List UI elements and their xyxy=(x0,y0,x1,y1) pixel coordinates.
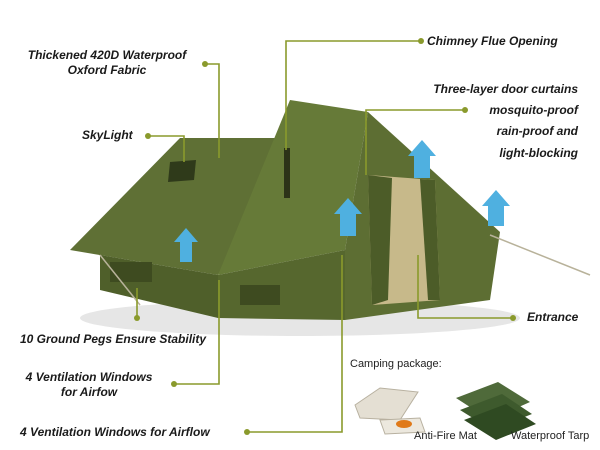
guy-line-left xyxy=(99,254,141,306)
door-curtains-label: Three-layer door curtains xyxy=(433,82,578,96)
light-blocking-label: light-blocking xyxy=(499,146,578,160)
arrow-icon xyxy=(174,228,198,262)
mosquito-proof-label: mosquito-proof xyxy=(489,103,578,117)
fabric-label: Thickened 420D Waterproof Oxford Fabric xyxy=(27,48,187,77)
chimney-pipe xyxy=(284,148,290,198)
leader-dots xyxy=(134,38,516,435)
door-curtain-right xyxy=(420,179,440,300)
ventilation-windows-airflow-label: 4 Ventilation Windows for Airflow xyxy=(20,425,210,439)
ground-pegs-label: 10 Ground Pegs Ensure Stability xyxy=(20,332,207,346)
ventilation-windows-label: 4 Ventilation Windows for Airfow xyxy=(25,370,153,399)
window-left xyxy=(110,262,152,282)
door-curtain-left xyxy=(368,175,392,305)
camping-package-heading: Camping package: xyxy=(350,358,442,370)
skylight-panel xyxy=(168,160,196,182)
arrow-icon xyxy=(482,190,510,226)
skylight-label: SkyLight xyxy=(82,128,133,142)
waterproof-tarp-image xyxy=(456,382,536,440)
leader-lines xyxy=(136,40,513,433)
airflow-arrows xyxy=(174,140,510,262)
arrow-icon xyxy=(334,198,362,236)
entrance-label: Entrance xyxy=(527,310,579,324)
anti-fire-mat-label: Anti-Fire Mat xyxy=(414,430,477,442)
chimney-label: Chimney Flue Opening xyxy=(427,34,558,48)
guy-line xyxy=(489,234,591,276)
window-front xyxy=(240,285,280,305)
waterproof-tarp-label: Waterproof Tarp xyxy=(511,430,590,442)
rain-proof-label: rain-proof and xyxy=(496,124,578,138)
arrow-icon xyxy=(408,140,436,178)
tent-main-roof xyxy=(218,100,368,275)
anti-fire-mat-image xyxy=(354,387,426,435)
